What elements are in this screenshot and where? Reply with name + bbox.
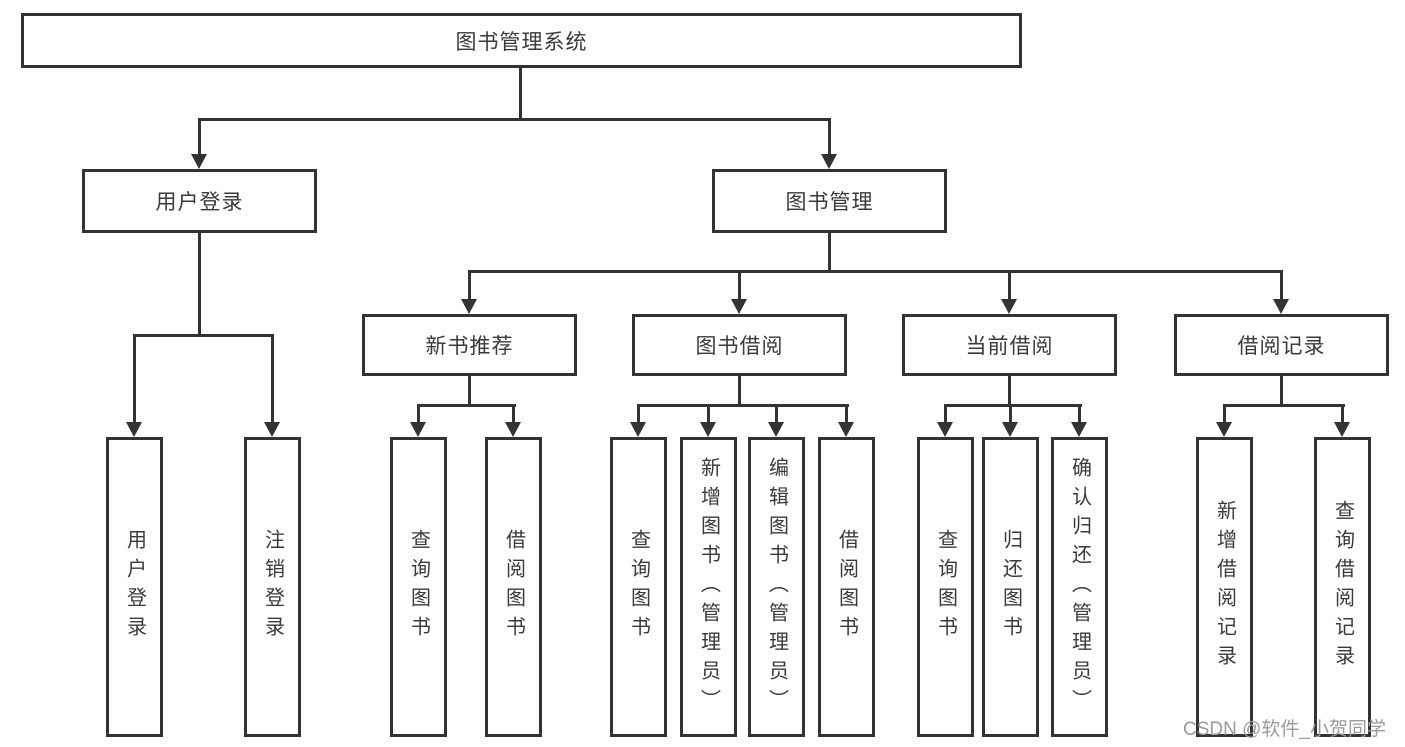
- node-new-book-recommend-label: 新书推荐: [425, 335, 514, 358]
- node-label: 查询图书: [627, 529, 650, 645]
- node-label: 归还图书: [999, 529, 1022, 645]
- node-root: 图书管理系统: [21, 13, 1022, 68]
- connector-line: [271, 334, 274, 424]
- connector-line: [637, 404, 849, 407]
- connector-line: [1341, 404, 1344, 424]
- node-current-borrowing-label: 当前借阅: [965, 335, 1054, 358]
- node-book-borrowing: 图书借阅: [632, 314, 847, 376]
- arrowhead-down-icon: [1071, 422, 1087, 437]
- node-label: 用户登录: [123, 529, 146, 645]
- arrowhead-down-icon: [191, 154, 207, 169]
- connector-line: [468, 376, 471, 407]
- arrowhead-down-icon: [768, 422, 784, 437]
- node-label: 借阅图书: [502, 529, 525, 645]
- node-borrow-books-borrowing: 借阅图书: [818, 437, 875, 737]
- arrowhead-down-icon: [1273, 299, 1289, 314]
- node-user-login-leaf: 用户登录: [106, 437, 163, 737]
- arrowhead-down-icon: [821, 154, 837, 169]
- connector-line: [133, 334, 136, 424]
- connector-line: [1280, 270, 1283, 302]
- node-label: 查询图书: [934, 529, 957, 645]
- node-user-login: 用户登录: [82, 169, 317, 233]
- node-query-borrow-record: 查询借阅记录: [1314, 437, 1371, 737]
- connector-line: [1280, 376, 1283, 407]
- node-book-management: 图书管理: [712, 169, 947, 233]
- node-label: 查询借阅记录: [1331, 500, 1354, 674]
- connector-line: [637, 404, 640, 424]
- node-label: 注销登录: [261, 529, 284, 645]
- connector-line: [198, 118, 201, 156]
- connector-line: [944, 404, 1082, 407]
- node-label: 借阅图书: [835, 529, 858, 645]
- node-borrow-records-label: 借阅记录: [1237, 335, 1326, 358]
- arrowhead-down-icon: [1001, 299, 1017, 314]
- arrowhead-down-icon: [505, 422, 521, 437]
- connector-line: [775, 404, 778, 424]
- connector-line: [1009, 404, 1012, 424]
- connector-line: [707, 404, 710, 424]
- connector-line: [512, 404, 515, 424]
- node-user-login-label: 用户登录: [155, 191, 244, 214]
- arrowhead-down-icon: [126, 422, 142, 437]
- node-add-book-admin: 新增图书（管理员）: [680, 437, 737, 737]
- connector-line: [468, 270, 471, 302]
- connector-line: [1008, 270, 1011, 302]
- connector-line: [738, 376, 741, 407]
- node-query-books-current: 查询图书: [917, 437, 974, 737]
- node-root-label: 图书管理系统: [455, 30, 588, 54]
- arrowhead-down-icon: [731, 299, 747, 314]
- connector-line: [1008, 376, 1011, 407]
- connector-line: [1078, 404, 1081, 424]
- connector-line: [519, 68, 522, 121]
- arrowhead-down-icon: [838, 422, 854, 437]
- connector-line: [198, 118, 831, 121]
- arrowhead-down-icon: [1002, 422, 1018, 437]
- node-return-book: 归还图书: [982, 437, 1039, 737]
- node-borrow-records: 借阅记录: [1174, 314, 1389, 376]
- csdn-watermark: CSDN @软件_小贺同学: [1183, 719, 1386, 740]
- node-logout: 注销登录: [244, 437, 301, 737]
- node-book-borrowing-label: 图书借阅: [695, 335, 784, 358]
- node-label: 新增借阅记录: [1213, 500, 1236, 674]
- connector-line: [417, 404, 516, 407]
- node-borrow-books-recommend: 借阅图书: [485, 437, 542, 737]
- arrowhead-down-icon: [1216, 422, 1232, 437]
- node-new-book-recommend: 新书推荐: [362, 314, 577, 376]
- arrowhead-down-icon: [461, 299, 477, 314]
- connector-line: [944, 404, 947, 424]
- connector-line: [198, 233, 201, 337]
- arrowhead-down-icon: [630, 422, 646, 437]
- node-label: 查询图书: [407, 529, 430, 645]
- arrowhead-down-icon: [264, 422, 280, 437]
- connector-line: [828, 118, 831, 156]
- connector-line: [828, 233, 831, 273]
- connector-line: [133, 334, 274, 337]
- node-label: 确认归还（管理员）: [1068, 456, 1091, 718]
- arrowhead-down-icon: [937, 422, 953, 437]
- connector-line: [468, 270, 1283, 273]
- node-current-borrowing: 当前借阅: [902, 314, 1117, 376]
- node-label: 新增图书（管理员）: [697, 456, 720, 718]
- node-label: 编辑图书（管理员）: [765, 456, 788, 718]
- node-confirm-return-admin: 确认归还（管理员）: [1051, 437, 1108, 737]
- connector-line: [845, 404, 848, 424]
- connector-line: [1223, 404, 1345, 407]
- node-edit-book-admin: 编辑图书（管理员）: [748, 437, 805, 737]
- node-query-books-borrowing: 查询图书: [610, 437, 667, 737]
- connector-line: [417, 404, 420, 424]
- node-query-books-recommend: 查询图书: [390, 437, 447, 737]
- node-book-management-label: 图书管理: [785, 191, 874, 214]
- arrowhead-down-icon: [700, 422, 716, 437]
- connector-line: [738, 270, 741, 302]
- node-add-borrow-record: 新增借阅记录: [1196, 437, 1253, 737]
- arrowhead-down-icon: [410, 422, 426, 437]
- arrowhead-down-icon: [1334, 422, 1350, 437]
- connector-line: [1223, 404, 1226, 424]
